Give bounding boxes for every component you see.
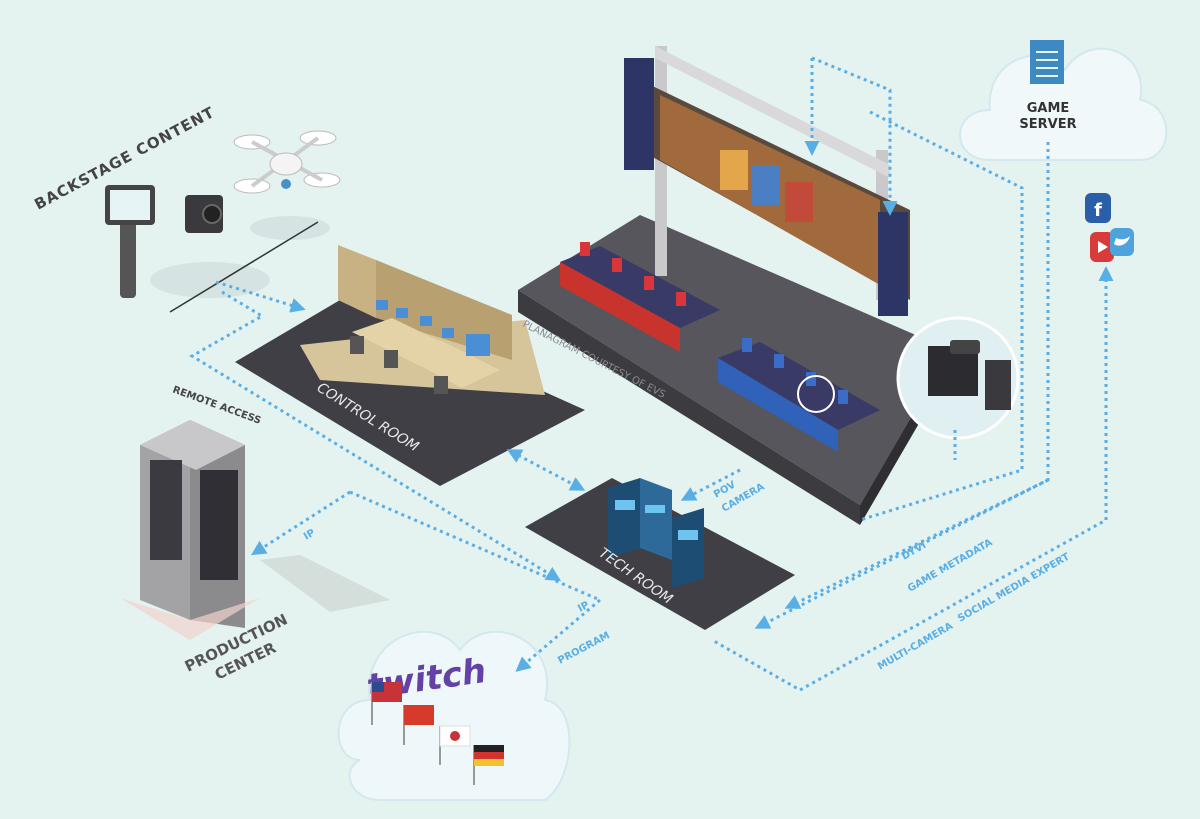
link-control-tech <box>189 290 562 582</box>
control-room: CONTROL ROOM <box>235 245 585 486</box>
tech-room: TECH ROOM <box>525 478 795 630</box>
link-game-metadata-2 <box>754 478 1049 629</box>
game-server-cloud: GAME SERVER <box>959 40 1168 161</box>
red-team-desks <box>560 242 720 352</box>
pov-camera-zoom <box>896 316 1020 440</box>
flag-icons <box>371 682 504 785</box>
link-stage-feed-2 <box>811 56 898 216</box>
camera-icon <box>950 340 980 354</box>
server-rack-icon <box>608 478 704 588</box>
production-center-building: REMOTE ACCESS PRODUCTION CENTER <box>120 384 390 684</box>
germany-flag-icon <box>474 745 504 752</box>
esports-stage: PLANAGRAM COURTESY OF EVS <box>518 46 1020 525</box>
ip-tech-label: IP <box>576 600 591 615</box>
link-control-room-tech-room <box>506 449 586 491</box>
link-ip-tech <box>349 490 601 602</box>
connection-lines <box>189 56 1114 692</box>
backstage-equipment: BACKSTAGE CONTENT <box>31 103 341 313</box>
multi-camera-label: MULTI-CAMERA <box>876 621 955 673</box>
social-icons: f <box>1085 193 1134 262</box>
dyvi-label: DYVI <box>900 540 928 563</box>
twitch-cloud: twitch <box>337 630 571 801</box>
game-server-label-line1: GAME <box>1027 101 1070 116</box>
remote-access-label: REMOTE ACCESS <box>171 384 262 426</box>
china-flag-icon <box>404 705 434 725</box>
ip-production-label: IP <box>302 528 317 543</box>
link-ip-production <box>250 490 351 556</box>
program-label: PROGRAM <box>556 630 612 667</box>
gimbal-icon <box>120 220 136 298</box>
facebook-icon-glyph: f <box>1094 200 1102 221</box>
link-dyvi <box>859 110 1024 522</box>
social-media-expert-label: SOCIAL MEDIA EXPERT <box>956 551 1072 624</box>
document-icon <box>1030 40 1064 84</box>
link-pov-camera <box>680 468 741 501</box>
drone-icon <box>233 130 341 194</box>
facebook-icon <box>1085 193 1111 223</box>
game-server-label-line2: SERVER <box>1019 117 1076 132</box>
link-backstage-control <box>215 280 306 313</box>
